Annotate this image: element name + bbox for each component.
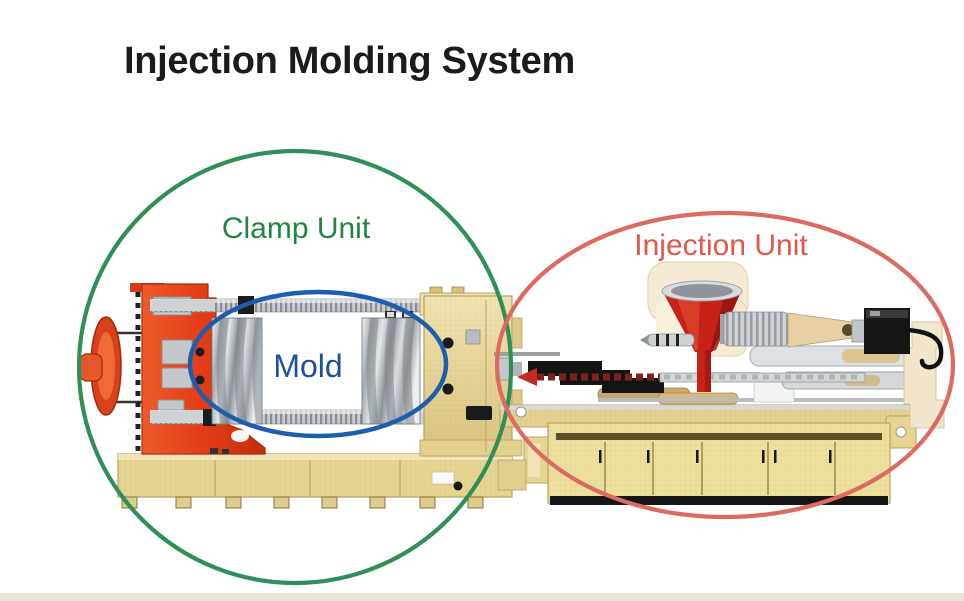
mold-label: Mold [273, 348, 342, 384]
drive-assembly [720, 311, 869, 348]
base-knob [453, 481, 463, 491]
injection-unit-label: Injection Unit [634, 229, 808, 262]
feed-screw [640, 333, 695, 347]
screw-line [537, 372, 866, 383]
clamp-base [117, 453, 513, 498]
page-title: Injection Molding System [124, 40, 575, 82]
power-cable [905, 327, 944, 370]
mold-half-left [211, 317, 263, 425]
cabinet-door-handles [599, 450, 832, 463]
motor-box [864, 308, 910, 354]
machine-feet [121, 496, 484, 509]
flange-hub [79, 353, 103, 382]
injection-unit-ellipse [494, 210, 956, 520]
clamp-unit-circle [76, 148, 514, 586]
clamp-cylinder-flange [79, 292, 142, 452]
clamp-unit-label: Clamp Unit [222, 212, 371, 245]
base-name-plate [431, 471, 455, 485]
clamp-unit-machine [79, 283, 523, 509]
injection-unit-machine [466, 261, 945, 505]
flow-arrow-icon [517, 368, 537, 386]
page-edge-shadow [0, 593, 964, 601]
mold-ellipse [187, 289, 449, 439]
injection-cabinet [497, 422, 891, 505]
barrel-heater [494, 352, 664, 393]
mold-half-right [361, 311, 421, 425]
injection-bed [466, 404, 917, 449]
